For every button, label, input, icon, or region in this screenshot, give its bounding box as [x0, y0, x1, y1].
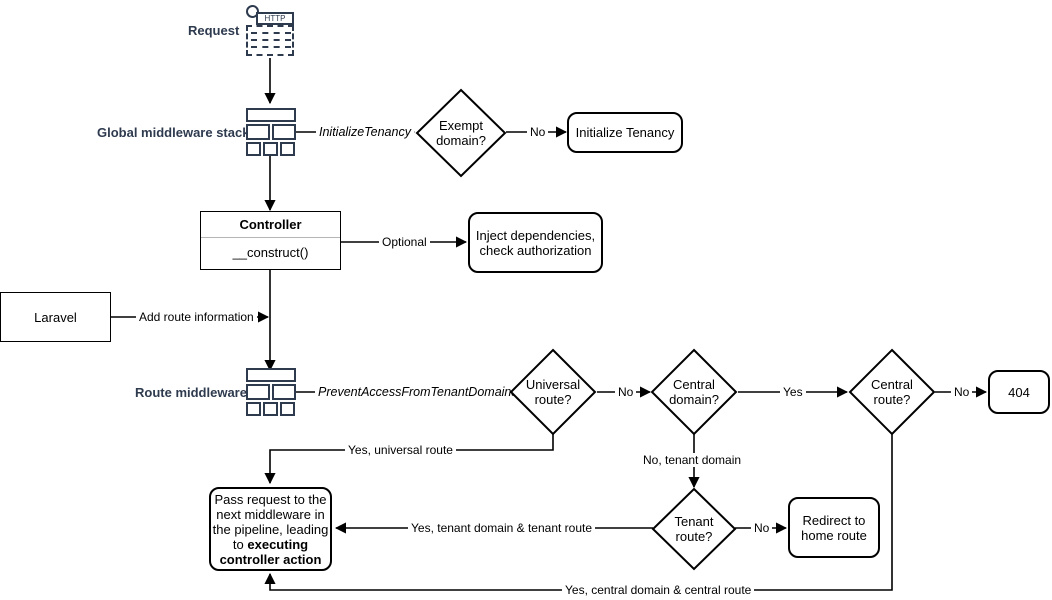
controller-title: Controller [201, 212, 340, 238]
edge-label-yes-tenant-domain-tenant-route: Yes, tenant domain & tenant route [408, 521, 596, 535]
edge-label-yes-central-domain-central-route: Yes, central domain & central route [562, 583, 755, 597]
decision-central-domain-label: Central domain? [650, 348, 738, 436]
node-redirect-home-route[interactable]: Redirect to home route [788, 497, 880, 558]
pass-request-line3: the pipeline, leading [212, 521, 329, 537]
node-controller[interactable]: Controller __construct() [200, 211, 341, 270]
edge-label-optional: Optional [379, 235, 430, 249]
decision-universal-route[interactable]: Universal route? [509, 348, 597, 436]
edge-label-tenant-route-no: No [751, 521, 773, 535]
universal-route-line1: Universal [525, 377, 581, 392]
caption-request: Request [188, 23, 240, 38]
route-middleware-stack-icon [246, 368, 296, 416]
pass-request-line4-bold: executing [247, 536, 309, 552]
edge-label-exempt-no: No [527, 125, 549, 139]
pass-request-line4-plain: to [232, 536, 248, 552]
edge-label-central-domain-yes: Yes [780, 385, 806, 399]
edge-label-no-tenant-domain: No, tenant domain [640, 453, 745, 467]
pass-request-line1: Pass request to the [214, 491, 327, 507]
inject-dependencies-line1: Inject dependencies, [475, 227, 596, 243]
node-inject-dependencies[interactable]: Inject dependencies, check authorization [468, 212, 603, 273]
node-pass-request-to-next-middleware[interactable]: Pass request to the next middleware in t… [209, 487, 332, 571]
tenant-route-line2: route? [675, 529, 713, 544]
http-icon-body [246, 25, 294, 56]
controller-method: __construct() [232, 245, 309, 260]
exempt-domain-line2: domain? [436, 133, 486, 148]
edge-label-initialize-tenancy-middleware: InitializeTenancy [316, 125, 414, 139]
caption-global-middleware-stack: Global middleware stack [97, 125, 250, 140]
tenant-route-line1: Tenant [674, 514, 714, 529]
edge-label-prevent-access-from-tenant-domains: PreventAccessFromTenantDomains [315, 385, 521, 399]
universal-route-line2: route? [534, 392, 572, 407]
decision-central-route[interactable]: Central route? [848, 348, 936, 436]
node-laravel-label: Laravel [34, 309, 77, 325]
inject-dependencies-line2: check authorization [479, 242, 592, 258]
redirect-home-route-line1: Redirect to [802, 512, 866, 528]
edge-label-central-route-no: No [951, 385, 973, 399]
node-laravel[interactable]: Laravel [0, 292, 111, 342]
decision-exempt-domain[interactable]: Exempt domain? [415, 88, 507, 178]
http-icon-circle [246, 5, 259, 18]
pass-request-line4: to executing [213, 537, 329, 552]
decision-tenant-route-label: Tenant route? [651, 487, 737, 571]
decision-central-route-label: Central route? [848, 348, 936, 436]
central-route-line2: route? [873, 392, 911, 407]
decision-central-domain[interactable]: Central domain? [650, 348, 738, 436]
caption-route-middleware: Route middleware [135, 385, 247, 400]
central-domain-line1: Central [673, 377, 715, 392]
node-404-label: 404 [1008, 384, 1030, 400]
edge-label-yes-universal-route: Yes, universal route [345, 443, 456, 457]
decision-exempt-domain-label: Exempt domain? [415, 88, 507, 178]
decision-universal-route-label: Universal route? [509, 348, 597, 436]
decision-tenant-route[interactable]: Tenant route? [651, 487, 737, 571]
central-route-line1: Central [871, 377, 913, 392]
redirect-home-route-line2: home route [801, 527, 867, 543]
edge-label-universal-no: No [615, 385, 637, 399]
global-middleware-stack-icon [246, 108, 296, 156]
exempt-domain-line1: Exempt [438, 118, 484, 133]
node-initialize-tenancy-label: Initialize Tenancy [575, 125, 675, 140]
http-icon-label: HTTP [256, 12, 294, 25]
node-404[interactable]: 404 [988, 370, 1050, 414]
pass-request-line5: controller action [219, 551, 322, 567]
pass-request-line2: next middleware in [216, 506, 325, 522]
node-initialize-tenancy[interactable]: Initialize Tenancy [567, 112, 683, 153]
http-request-document-icon: HTTP [246, 5, 296, 58]
edge-label-add-route-information: Add route information [136, 310, 257, 324]
central-domain-line2: domain? [669, 392, 719, 407]
